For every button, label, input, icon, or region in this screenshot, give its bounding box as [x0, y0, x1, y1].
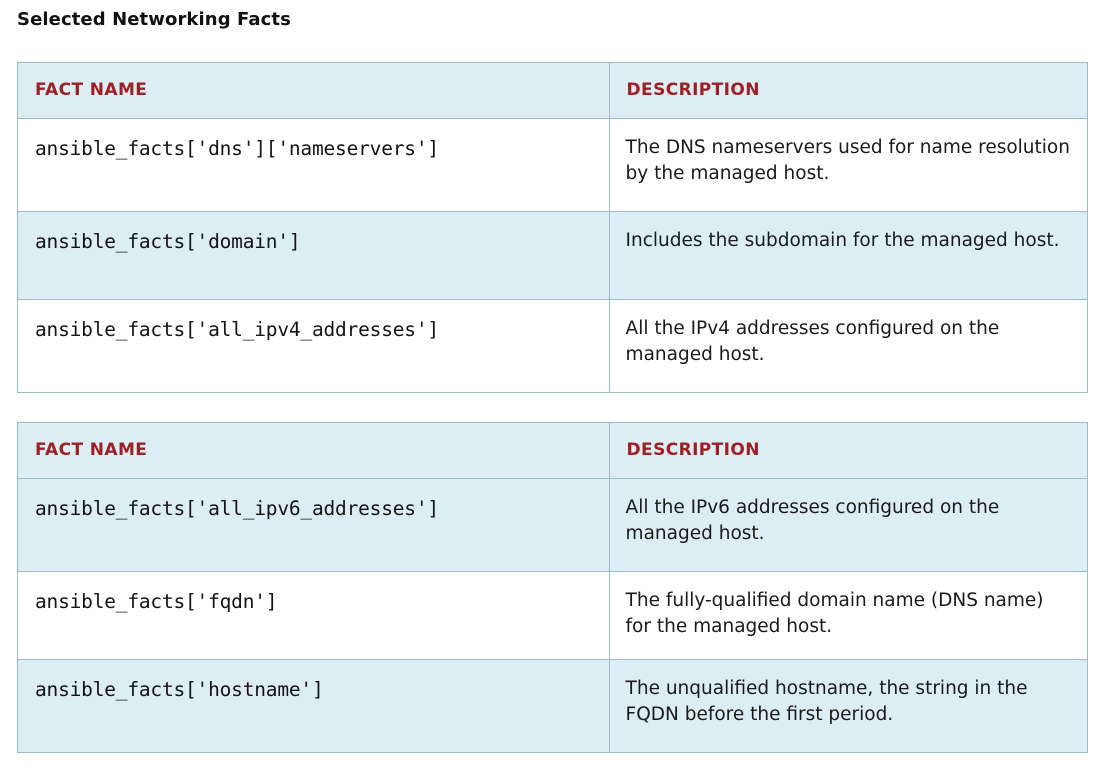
- table-2-column-header-fact-name-label: FACT NAME: [35, 440, 148, 460]
- table-2-column-header-description: DESCRIPTION: [608, 422, 1089, 479]
- table-row: ansible_facts['domain'] Includes the sub…: [17, 211, 1089, 300]
- description-cell: The unqualified hostname, the string in …: [608, 659, 1089, 753]
- table-1-header: FACT NAME DESCRIPTION: [17, 62, 1089, 119]
- fact-name-cell: ansible_facts['all_ipv6_addresses']: [17, 478, 610, 572]
- networking-facts-table-2: FACT NAME DESCRIPTION ansible_facts['all…: [17, 422, 1089, 753]
- table-1-column-header-fact-name: FACT NAME: [17, 62, 610, 119]
- table-2-header-row: FACT NAME DESCRIPTION: [17, 422, 1089, 479]
- table-1-column-header-fact-name-label: FACT NAME: [35, 80, 148, 100]
- table-row: ansible_facts['all_ipv4_addresses'] All …: [17, 299, 1089, 393]
- table-2-column-header-description-label: DESCRIPTION: [626, 440, 760, 460]
- table-1-column-header-description: DESCRIPTION: [608, 62, 1089, 119]
- description-cell: The fully-qualified domain name (DNS nam…: [608, 571, 1089, 660]
- description-cell: The DNS nameservers used for name resolu…: [608, 118, 1089, 212]
- table-row: ansible_facts['hostname'] The unqualifie…: [17, 659, 1089, 753]
- description-cell: All the IPv4 addresses configured on the…: [608, 299, 1089, 393]
- networking-facts-table-1: FACT NAME DESCRIPTION ansible_facts['dns…: [17, 62, 1089, 393]
- fact-name-cell: ansible_facts['fqdn']: [17, 571, 610, 660]
- table-2-column-header-fact-name: FACT NAME: [17, 422, 610, 479]
- fact-name-cell: ansible_facts['all_ipv4_addresses']: [17, 299, 610, 393]
- table-row: ansible_facts['dns']['nameservers'] The …: [17, 118, 1089, 212]
- fact-name-cell: ansible_facts['hostname']: [17, 659, 610, 753]
- table-1-column-header-description-label: DESCRIPTION: [626, 80, 760, 100]
- table-row: ansible_facts['fqdn'] The fully-qualifie…: [17, 571, 1089, 660]
- table-2-header: FACT NAME DESCRIPTION: [17, 422, 1089, 479]
- page-title: Selected Networking Facts: [17, 9, 291, 30]
- table-1-body: ansible_facts['dns']['nameservers'] The …: [17, 118, 1089, 393]
- table-row: ansible_facts['all_ipv6_addresses'] All …: [17, 478, 1089, 572]
- table-1-header-row: FACT NAME DESCRIPTION: [17, 62, 1089, 119]
- description-cell: All the IPv6 addresses configured on the…: [608, 478, 1089, 572]
- table-2-body: ansible_facts['all_ipv6_addresses'] All …: [17, 478, 1089, 753]
- fact-name-cell: ansible_facts['domain']: [17, 211, 610, 300]
- fact-name-cell: ansible_facts['dns']['nameservers']: [17, 118, 610, 212]
- description-cell: Includes the subdomain for the managed h…: [608, 211, 1089, 300]
